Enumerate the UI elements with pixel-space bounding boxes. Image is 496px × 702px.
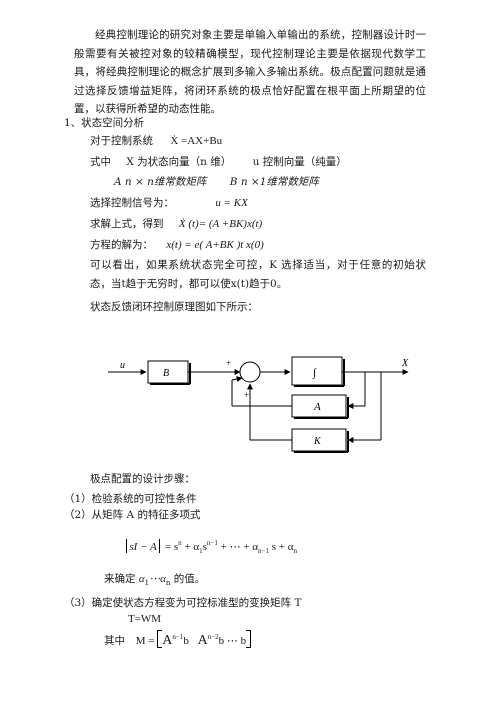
intro-paragraph: 经典控制理论的研究对象主要是单输入单输出的系统，控制器设计时一般需要有关被控对象… [74, 26, 426, 119]
diagram-plus-bottom: + [244, 390, 249, 400]
b-desc: B n ×1维常数矩阵 [229, 176, 319, 188]
a-desc: A n × n维常数矩阵 [114, 176, 207, 188]
det-bar-left [126, 539, 128, 553]
diagram-plus-top: + [226, 358, 231, 368]
det-bar-right [158, 539, 161, 553]
diagram-k-label: K [313, 436, 322, 447]
solution-lead: 方程的解为： [90, 239, 153, 251]
where-u: u 控制向量（纯量） [252, 156, 347, 168]
diagram-integrator-label: ∫ [312, 367, 317, 379]
matrix-desc-line: A n × n维常数矩阵 B n ×1维常数矩阵 [114, 175, 319, 189]
system-lead: 对于控制系统 [90, 135, 153, 147]
matrix-bracket-left [157, 630, 163, 648]
intro-text: 经典控制理论的研究对象主要是单输入单输出的系统，控制器设计时一般需要有关被控对象… [74, 29, 426, 116]
closed-loop-line: 求解上式，得到 Ẋ (t)= (A +BK)x(t) [90, 217, 262, 231]
step-2: （2）从矩阵 A 的特征多项式 [64, 509, 201, 521]
solution-line: 方程的解为： x(t) = e( A+BK )t x(0) [90, 238, 264, 252]
closed-loop-lead: 求解上式，得到 [90, 218, 164, 230]
where-x: X 为状态向量（n 维） [126, 156, 232, 168]
diagram-b-label: B [163, 368, 169, 379]
observe-paragraph: 可以看出，如果系统状态完全可控，K 选择适当，对于任意的初始状态，当t趋于无穷时… [90, 256, 426, 293]
diagram-a-label: A [313, 401, 321, 413]
where-line: 式中 X 为状态向量（n 维） u 控制向量（纯量） [90, 155, 347, 169]
steps-title: 极点配置的设计步骤： [90, 473, 195, 485]
step-3: （3）确定使状态方程变为可控标准型的变换矩阵 T [64, 597, 302, 609]
determine-line: 来确定 α1⋯αn 的值。 [104, 573, 206, 587]
state-equation: Ẋ =AX+Bu [170, 135, 223, 147]
m-equation: 其中 M = An−1b An−2b ⋯ b [104, 630, 252, 648]
closed-loop-equation: Ẋ (t)= (A +BK)x(t) [178, 218, 263, 230]
observe-text: 可以看出，如果系统状态完全可控，K 选择适当，对于任意的初始状态，当t趋于无穷时… [90, 259, 426, 290]
control-line: 选择控制信号为： u = KX [90, 196, 248, 210]
diagram-u-label: u [120, 360, 125, 371]
matrix-bracket-right [246, 630, 252, 648]
diagram-x-label: X [401, 358, 409, 369]
characteristic-polynomial: sI − A = sn + α1sn−1 + ⋯ + αn−1 s + αn [124, 536, 297, 558]
where-lead: 式中 [90, 156, 111, 168]
solution-equation: x(t) = e( A+BK )t x(0) [166, 239, 264, 251]
t-equation: T=WM [128, 613, 162, 625]
step-1: （1）检验系统的可控性条件 [64, 493, 197, 505]
control-law: u = KX [215, 197, 248, 209]
system-line: 对于控制系统 Ẋ =AX+Bu [90, 134, 222, 148]
diagram-caption: 状态反馈闭环控制原理图如下所示： [90, 301, 258, 313]
control-lead: 选择控制信号为： [90, 197, 174, 209]
section-heading: 1、状态空间分析 [64, 117, 145, 129]
